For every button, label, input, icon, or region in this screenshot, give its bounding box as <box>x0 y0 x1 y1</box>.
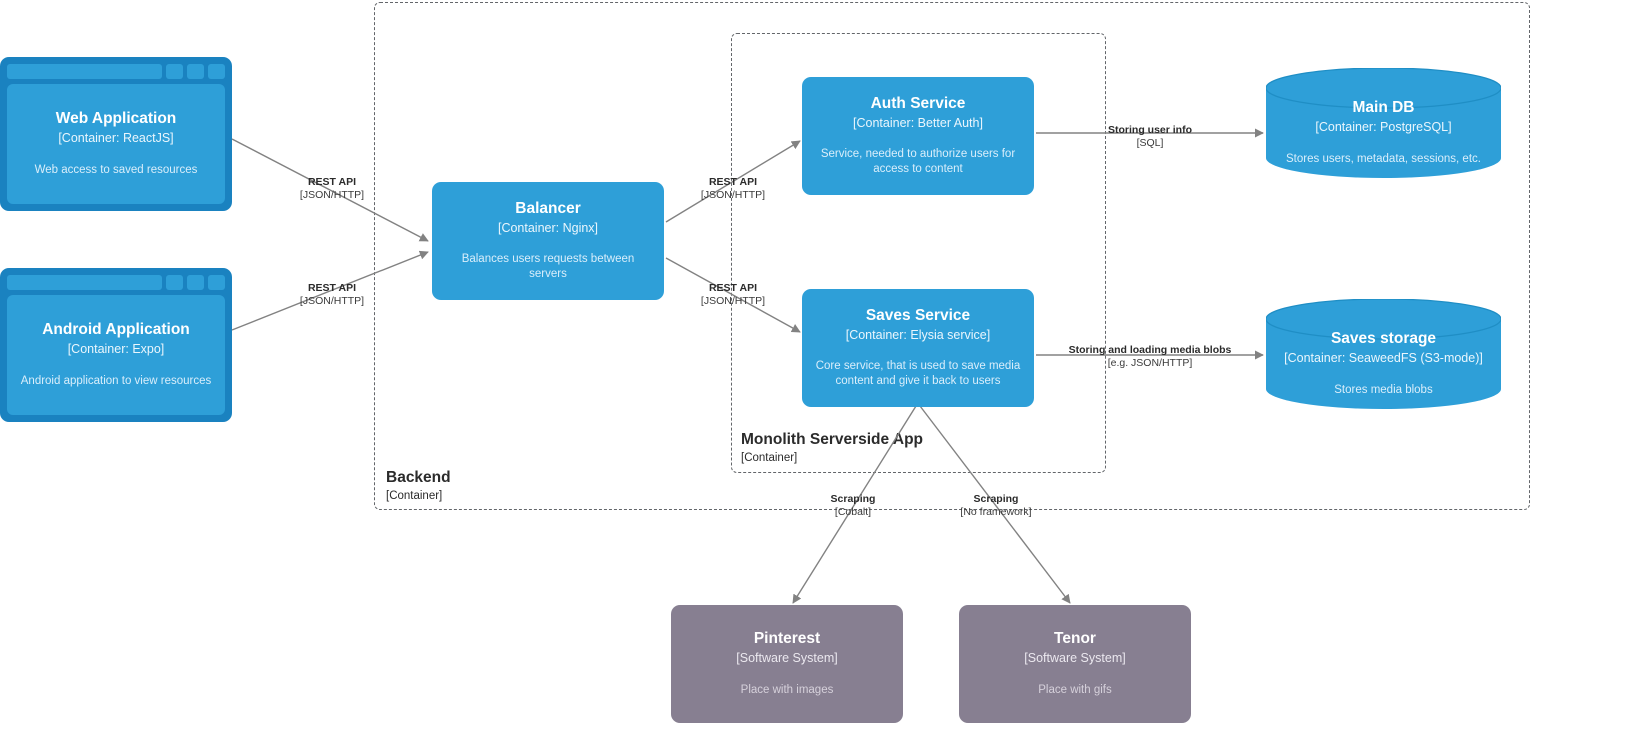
node-type: [Container: Elysia service] <box>845 328 991 343</box>
edge-label-balancer-to-auth: REST API [JSON/HTTP] <box>669 176 797 201</box>
node-description: Place with images <box>740 684 834 697</box>
node-description: Web access to saved resources <box>34 163 198 176</box>
node-type: [Container: ReactJS] <box>58 131 174 146</box>
node-type: [Container: SeaweedFS (S3-mode)] <box>1284 351 1483 366</box>
browser-urlbar <box>7 275 162 290</box>
node-name: Tenor <box>1054 629 1096 647</box>
edge-name: REST API <box>307 282 357 294</box>
edge-label-saves-to-tenor: Scraping [No framework] <box>932 493 1060 518</box>
node-web-application-body: Web Application [Container: ReactJS] Web… <box>7 84 225 204</box>
edge-label-android-to-balancer: REST API [JSON/HTTP] <box>268 282 396 307</box>
node-name: Saves storage <box>1330 330 1437 348</box>
node-type: [Container: Nginx] <box>497 221 599 236</box>
node-saves-storage-text: Saves storage [Container: SeaweedFS (S3-… <box>1266 325 1501 403</box>
browser-button-3-icon <box>208 64 225 79</box>
node-type: [Software System] <box>1024 650 1126 665</box>
node-description: Balances users requests between servers <box>461 252 635 280</box>
boundary-monolith-type: [Container] <box>741 452 798 465</box>
boundary-backend-type: [Container] <box>386 490 443 503</box>
edge-name: REST API <box>708 282 758 294</box>
edge-name: Storing and loading media blobs <box>1068 344 1232 356</box>
browser-button-3-icon <box>208 275 225 290</box>
node-name: Main DB <box>1352 99 1415 117</box>
edge-tech: [e.g. JSON/HTTP] <box>1107 356 1193 369</box>
node-description: Core service, that is used to save media… <box>815 359 1021 387</box>
node-name: Balancer <box>515 200 581 218</box>
node-description: Stores users, metadata, sessions, etc. <box>1286 152 1481 165</box>
browser-button-1-icon <box>166 275 183 290</box>
browser-button-2-icon <box>187 275 204 290</box>
edge-tech: [JSON/HTTP] <box>700 294 766 307</box>
edge-label-saves-to-pinterest: Scraping [Cobalt] <box>789 493 917 518</box>
node-main-db-text: Main DB [Container: PostgreSQL] Stores u… <box>1266 94 1501 172</box>
node-name: Pinterest <box>753 629 821 647</box>
boundary-monolith-name: Monolith Serverside App <box>741 431 924 448</box>
node-description: Stores media blobs <box>1334 383 1433 396</box>
edge-tech: [Cobalt] <box>834 505 872 518</box>
node-name: Saves Service <box>865 307 971 325</box>
cylinder-shape-icon <box>1266 68 1501 178</box>
node-description: Service, needed to authorize users for a… <box>820 147 1016 175</box>
boundary-backend-label: Backend [Container] <box>386 468 451 504</box>
browser-chrome <box>7 275 225 290</box>
edge-name: REST API <box>708 176 758 188</box>
node-android-application[interactable]: Android Application [Container: Expo] An… <box>0 268 232 422</box>
edge-name: Scraping <box>973 493 1019 505</box>
edge-label-saves-to-storage: Storing and loading media blobs [e.g. JS… <box>1040 344 1260 369</box>
edge-tech: [JSON/HTTP] <box>299 294 365 307</box>
node-type: [Container: Better Auth] <box>853 116 983 131</box>
node-auth-service[interactable]: Auth Service [Container: Better Auth] Se… <box>802 77 1034 195</box>
boundary-monolith <box>731 33 1106 473</box>
node-description: Android application to view resources <box>20 374 212 387</box>
edge-name: Storing user info <box>1108 124 1192 136</box>
edge-name: REST API <box>307 176 357 188</box>
node-name: Android Application <box>42 321 190 339</box>
cylinder-shape-icon <box>1266 299 1501 409</box>
edge-tech: [No framework] <box>960 505 1032 518</box>
edge-tech: [JSON/HTTP] <box>299 188 365 201</box>
node-web-application[interactable]: Web Application [Container: ReactJS] Web… <box>0 57 232 211</box>
browser-button-2-icon <box>187 64 204 79</box>
edge-tech: [SQL] <box>1136 136 1164 149</box>
node-android-application-body: Android Application [Container: Expo] An… <box>7 295 225 415</box>
node-type: [Container: PostgreSQL] <box>1315 120 1452 135</box>
edge-label-web-to-balancer: REST API [JSON/HTTP] <box>268 176 396 201</box>
edge-name: Scraping <box>830 493 876 505</box>
browser-chrome <box>7 64 225 79</box>
node-saves-service[interactable]: Saves Service [Container: Elysia service… <box>802 289 1034 407</box>
node-type: [Software System] <box>736 650 838 665</box>
boundary-monolith-label: Monolith Serverside App [Container] <box>741 430 923 466</box>
node-main-db[interactable]: Main DB [Container: PostgreSQL] Stores u… <box>1266 68 1501 178</box>
node-name: Auth Service <box>870 95 966 113</box>
node-name: Web Application <box>55 110 177 128</box>
edge-label-auth-to-maindb: Storing user info [SQL] <box>1086 124 1214 149</box>
node-balancer[interactable]: Balancer [Container: Nginx] Balances use… <box>432 182 664 300</box>
edge-tech: [JSON/HTTP] <box>700 188 766 201</box>
node-pinterest[interactable]: Pinterest [Software System] Place with i… <box>671 605 903 723</box>
browser-button-1-icon <box>166 64 183 79</box>
boundary-backend-name: Backend <box>386 469 451 486</box>
node-description: Place with gifs <box>1038 684 1112 697</box>
node-type: [Container: Expo] <box>67 342 165 357</box>
node-saves-storage[interactable]: Saves storage [Container: SeaweedFS (S3-… <box>1266 299 1501 409</box>
edge-label-balancer-to-saves: REST API [JSON/HTTP] <box>669 282 797 307</box>
node-tenor[interactable]: Tenor [Software System] Place with gifs <box>959 605 1191 723</box>
browser-urlbar <box>7 64 162 79</box>
